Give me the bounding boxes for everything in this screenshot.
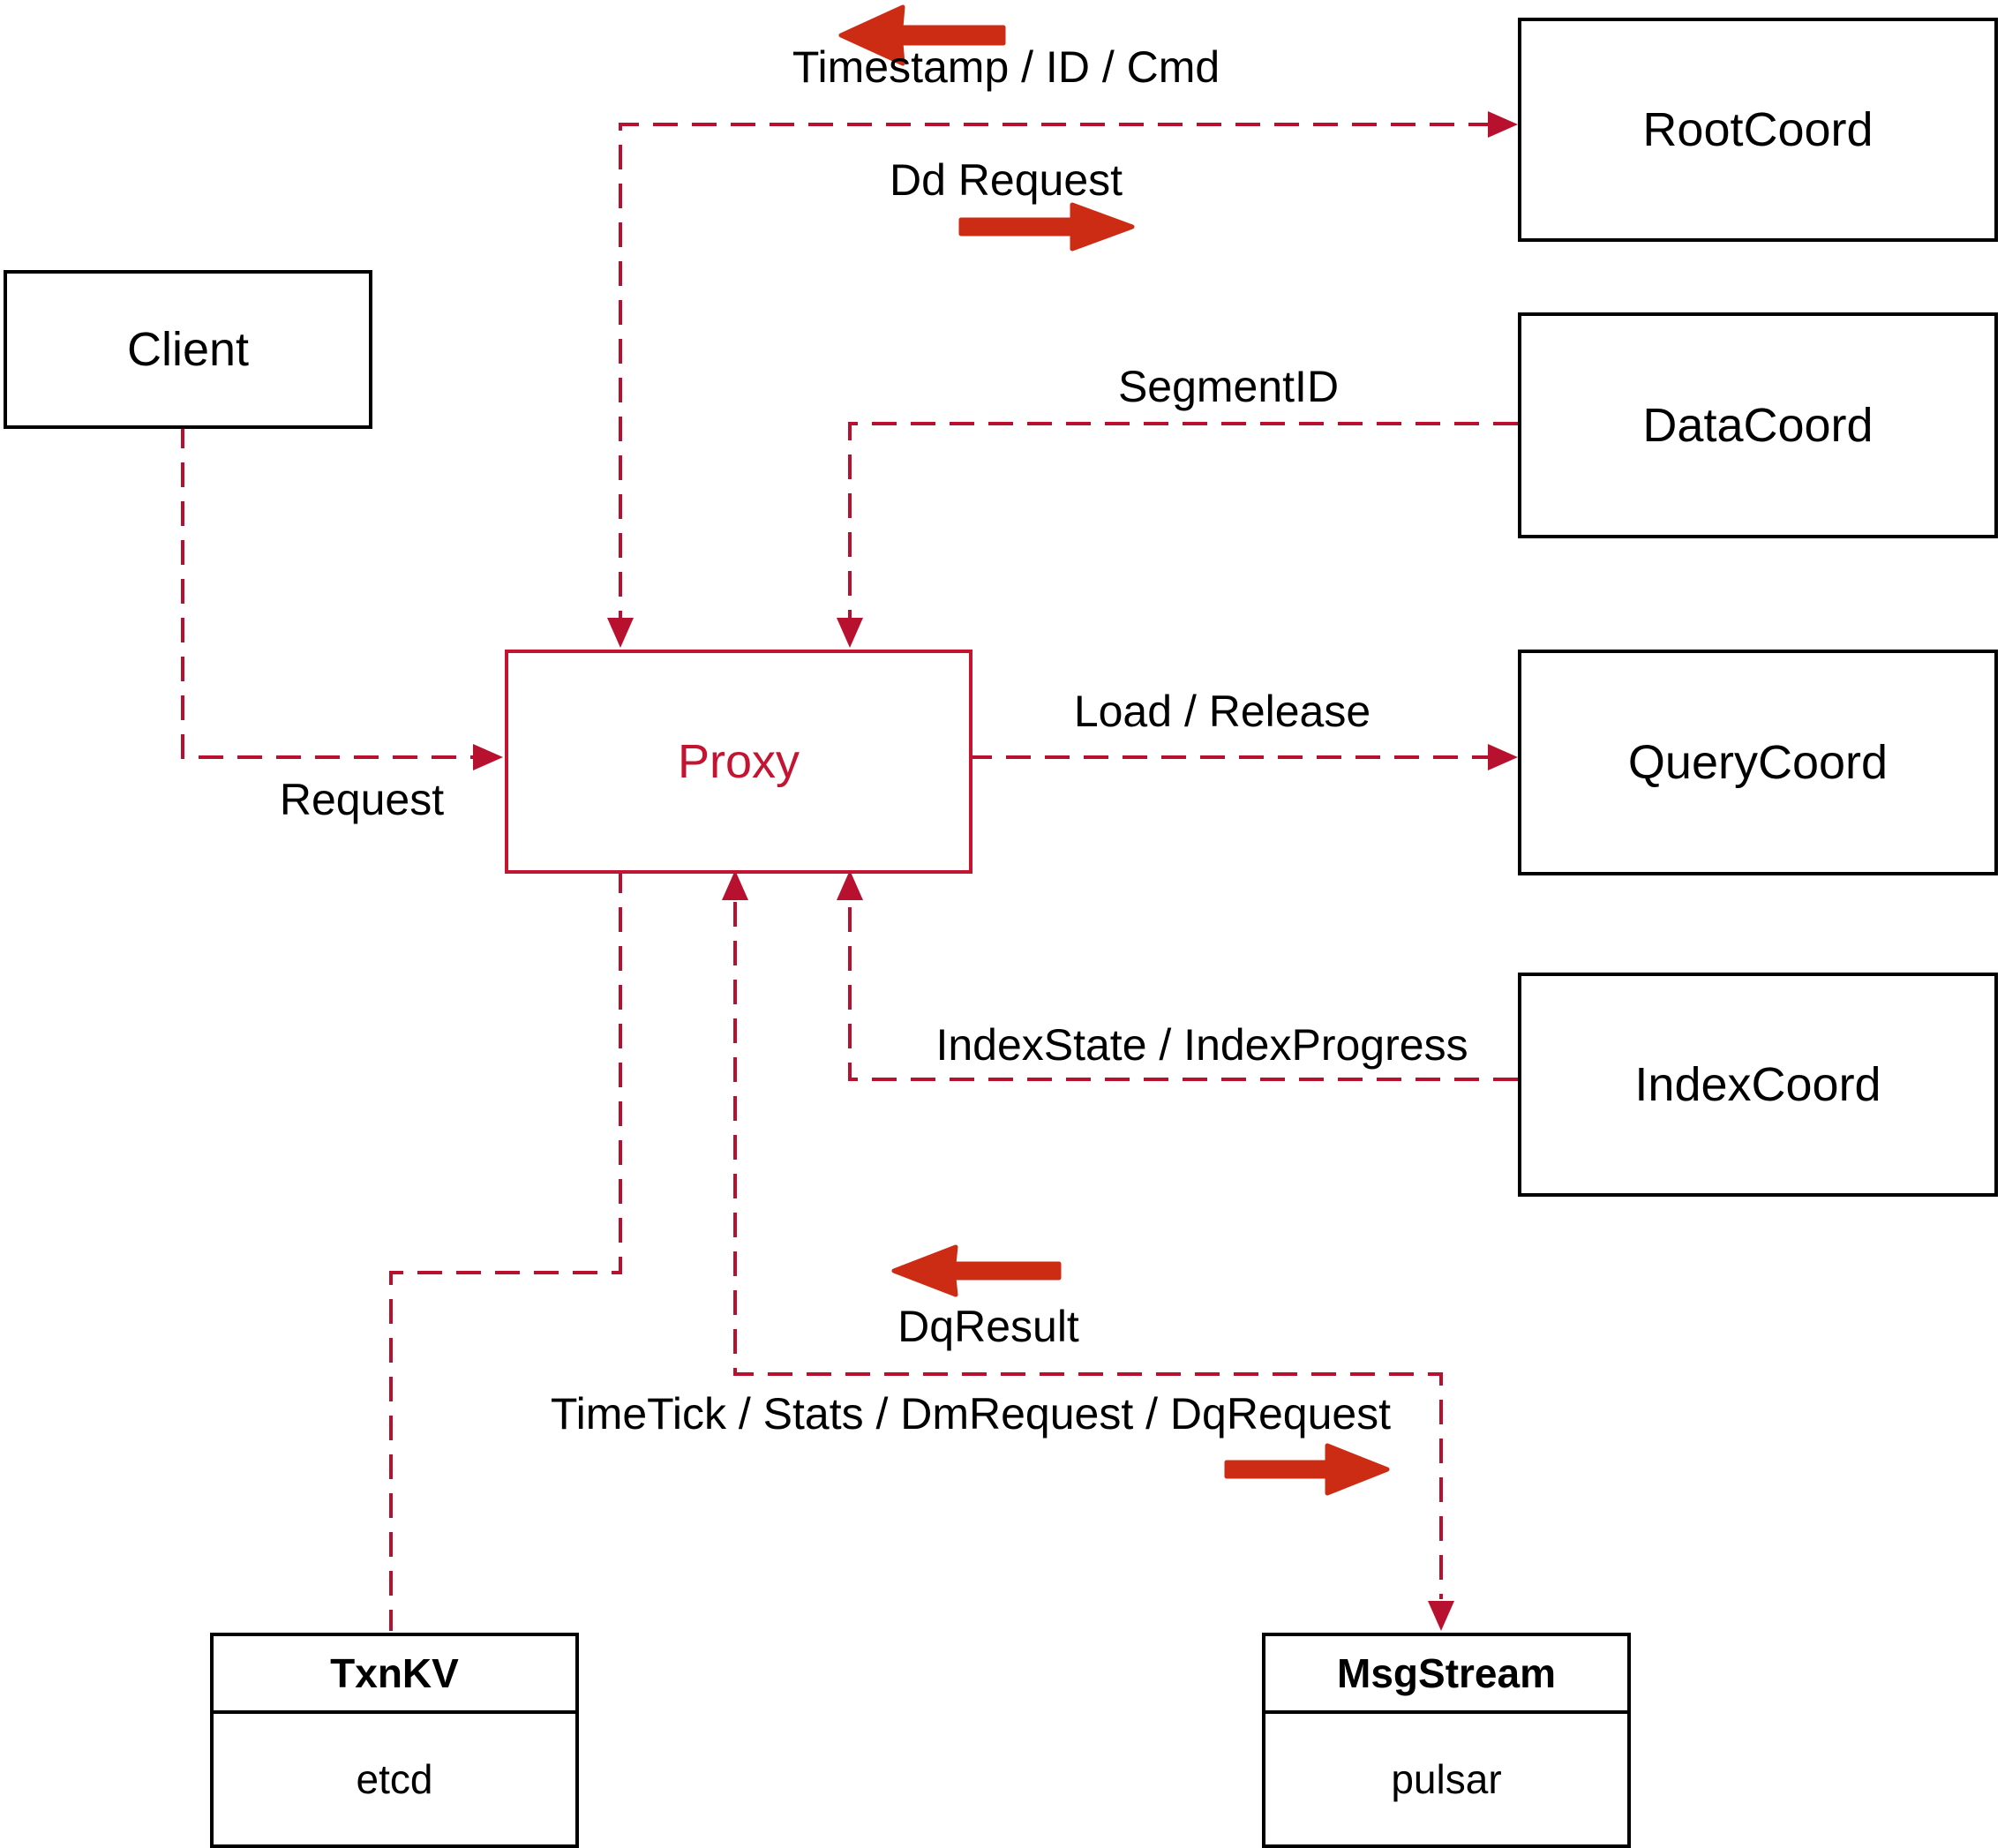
edge-datacoord-proxy (848, 422, 1518, 618)
left-arrow-icon-dqresult (891, 1244, 1062, 1297)
left-arrow-icon-timestamp (838, 4, 1006, 66)
edge-proxy-rootcoord (619, 123, 1493, 618)
node-msgstream: MsgStream pulsar (1262, 1633, 1631, 1848)
edge-proxy-txnkv (389, 868, 622, 1631)
edge-proxy-msgstream (733, 902, 1443, 1599)
right-arrow-icon-timetick (1224, 1443, 1390, 1496)
edge-indexcoord-proxy (848, 902, 1518, 1081)
right-arrow-icon-dd-request (958, 202, 1135, 252)
edge-label-request: Request (279, 775, 445, 824)
msgstream-subtitle: pulsar (1391, 1756, 1502, 1802)
node-txnkv: TxnKV etcd (210, 1633, 579, 1848)
arrowhead-into-msgstream (1428, 1601, 1454, 1631)
node-datacoord: DataCoord (1518, 312, 1998, 538)
edge-label-indexstate: IndexState / IndexProgress (935, 1020, 1468, 1070)
client-label: Client (126, 323, 250, 376)
arrowhead-into-querycoord (1488, 744, 1518, 770)
edge-label-dqresult: DqResult (897, 1302, 1079, 1351)
node-proxy: Proxy (505, 650, 972, 874)
arrowhead-rootcoord-into-proxy (607, 618, 634, 648)
datacoord-label: DataCoord (1642, 399, 1874, 452)
arrowhead-msgstream-into-proxy (722, 870, 748, 900)
rootcoord-label: RootCoord (1642, 103, 1874, 156)
node-indexcoord: IndexCoord (1518, 973, 1998, 1197)
indexcoord-label: IndexCoord (1634, 1058, 1881, 1111)
arrowhead-indexcoord-into-proxy (837, 870, 863, 900)
node-client: Client (4, 270, 372, 429)
edge-label-dd-request: Dd Request (889, 155, 1123, 205)
node-rootcoord: RootCoord (1518, 18, 1998, 242)
proxy-label: Proxy (677, 735, 800, 788)
txnkv-subtitle: etcd (356, 1756, 433, 1802)
edge-label-timetick: TimeTick / Stats / DmRequest / DqRequest (550, 1389, 1392, 1439)
arrowhead-datacoord-into-proxy (837, 618, 863, 648)
node-querycoord: QueryCoord (1518, 650, 1998, 875)
edge-label-timestamp: Timestamp / ID / Cmd (792, 42, 1220, 92)
txnkv-title: TxnKV (214, 1636, 575, 1714)
querycoord-label: QueryCoord (1627, 736, 1889, 789)
edge-label-load-release: Load / Release (1073, 687, 1371, 736)
arrowhead-client-into-proxy (473, 744, 503, 770)
edge-client-proxy (181, 424, 473, 759)
msgstream-title: MsgStream (1265, 1636, 1627, 1714)
edge-label-segmentid: SegmentID (1117, 362, 1340, 411)
arrowhead-into-rootcoord (1488, 111, 1518, 138)
